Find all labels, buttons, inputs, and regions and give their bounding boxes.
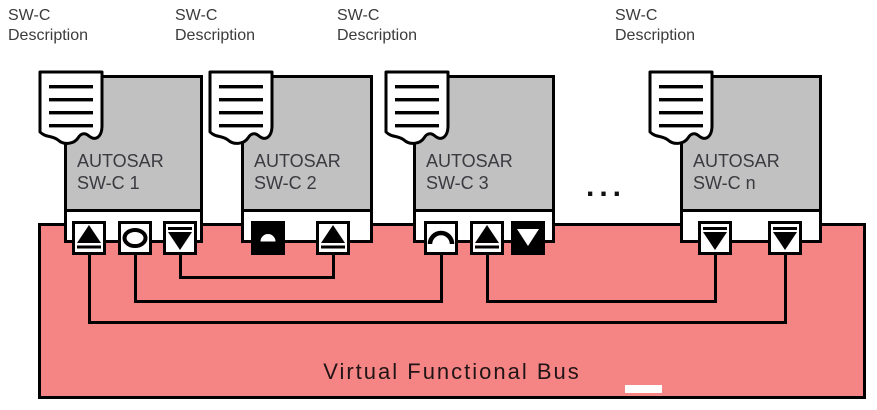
highlight-dash [625,385,662,393]
required-interface-port-icon [424,221,458,255]
sender-port-icon [316,221,350,255]
receiver-port-icon [163,221,197,255]
continuation-ellipsis: ... [586,170,627,203]
swc-description-doc-icon-n [648,70,714,145]
provided-interface-port-icon [118,221,152,255]
sender-port-icon [470,221,504,255]
swc-description-doc-icon-2 [208,70,274,145]
sender-port-icon [72,221,106,255]
receiver-port-icon [768,221,802,255]
inverted-receiver-port-icon [511,221,545,255]
swc-description-doc-icon-3 [384,70,450,145]
receiver-port-icon [698,221,732,255]
swc-description-doc-icon-1 [38,70,104,145]
inverted-dome-port-icon [251,221,285,255]
bus-label: Virtual Functional Bus [323,359,581,384]
